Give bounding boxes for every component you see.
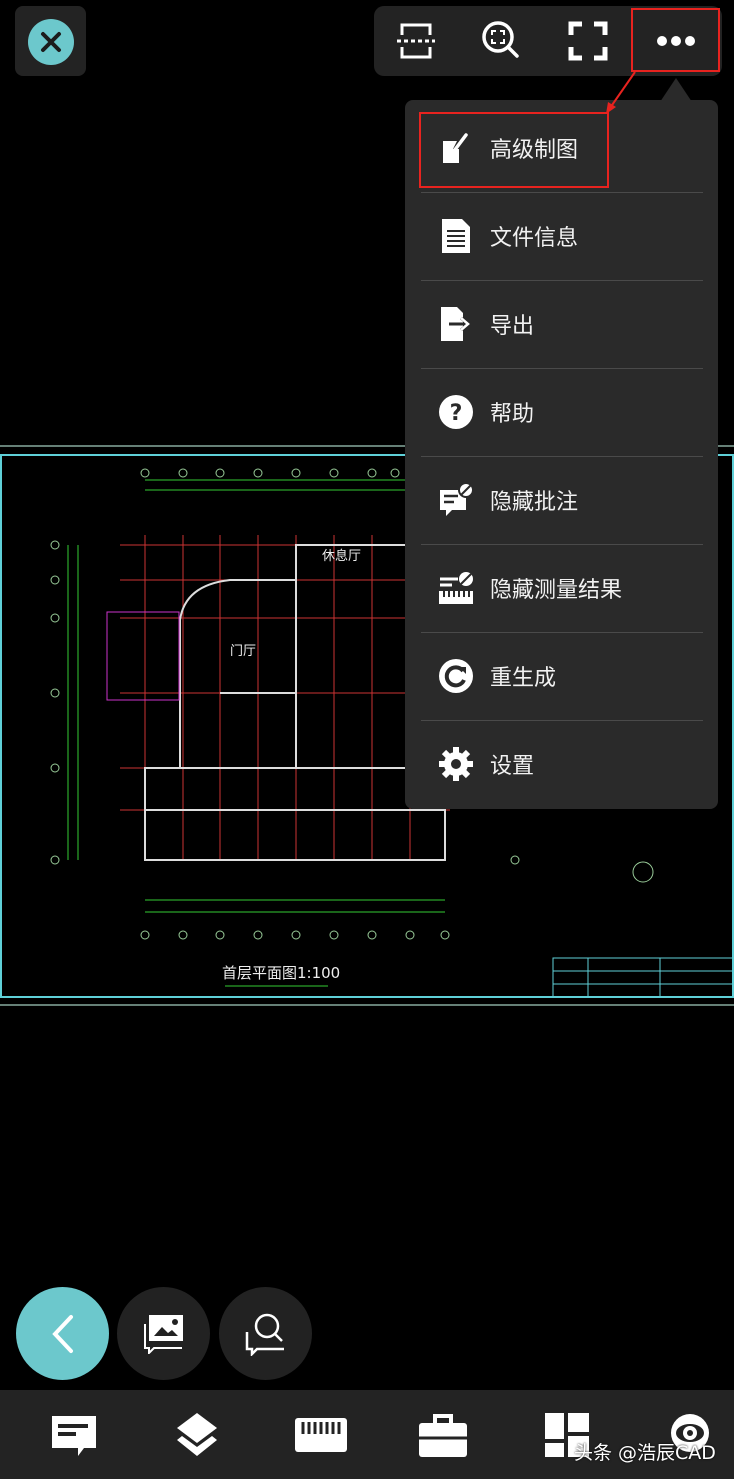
menu-item-label: 文件信息: [490, 226, 579, 251]
divider: [421, 632, 703, 633]
search-annotation-button[interactable]: [219, 1287, 312, 1380]
close-icon: [41, 32, 61, 52]
menu-item-settings[interactable]: 设置: [405, 720, 718, 808]
regenerate-icon: [438, 658, 474, 694]
back-icon: [51, 1314, 73, 1353]
divider: [421, 720, 703, 721]
menu-item-label: 帮助: [490, 402, 535, 427]
help-icon: ?: [438, 394, 474, 430]
menu-item-advanced-drawing[interactable]: 高级制图: [405, 104, 718, 192]
menu-item-label: 高级制图: [490, 138, 579, 163]
highlight-more-button: [631, 8, 720, 72]
export-icon: [438, 306, 474, 342]
layers-icon: [177, 1412, 217, 1456]
zoom-window-button[interactable]: [460, 6, 544, 76]
layout-icon: [545, 1412, 589, 1457]
more-menu: 高级制图 文件信息 导出 ? 帮助 隐藏批注 隐藏测量结果 重生成 设置: [405, 100, 718, 809]
fullscreen-icon: [568, 21, 608, 61]
view-button[interactable]: [650, 1390, 730, 1479]
menu-item-label: 隐藏批注: [490, 490, 579, 515]
split-view-icon: [397, 23, 435, 59]
file-info-icon: [438, 218, 474, 254]
image-annotation-icon: [143, 1314, 183, 1354]
measure-button[interactable]: [281, 1390, 361, 1479]
layers-button[interactable]: [157, 1390, 237, 1479]
advanced-drawing-icon: [438, 130, 474, 166]
menu-item-regenerate[interactable]: 重生成: [405, 632, 718, 720]
fullscreen-button[interactable]: [546, 6, 630, 76]
search-annotation-icon: [245, 1313, 284, 1356]
room-label-lobby: 门厅: [230, 644, 256, 659]
menu-item-label: 导出: [490, 314, 535, 339]
top-toolbar: [374, 6, 722, 76]
more-button[interactable]: [634, 6, 718, 76]
annotation-icon: [52, 1415, 96, 1456]
menu-item-label: 隐藏测量结果: [490, 578, 623, 603]
close-button[interactable]: [28, 19, 74, 65]
room-label-lounge: 休息厅: [322, 548, 361, 564]
menu-item-label: 设置: [490, 754, 535, 779]
settings-icon: [438, 746, 474, 782]
view-icon: [671, 1413, 709, 1452]
svg-text:?: ?: [450, 401, 463, 426]
menu-item-file-info[interactable]: 文件信息: [405, 192, 718, 280]
menu-item-label: 重生成: [490, 666, 557, 691]
divider: [421, 368, 703, 369]
layout-button[interactable]: [527, 1390, 607, 1479]
menu-item-help[interactable]: ? 帮助: [405, 368, 718, 456]
image-annotation-button[interactable]: [117, 1287, 210, 1380]
menu-caret: [660, 78, 692, 102]
hide-measure-icon: [438, 570, 474, 606]
menu-item-export[interactable]: 导出: [405, 280, 718, 368]
close-panel: [15, 6, 86, 76]
zoom-window-icon: [482, 21, 519, 58]
divider: [421, 192, 703, 193]
highlight-arrow: [606, 71, 636, 114]
hide-annotation-icon: [438, 482, 474, 518]
back-button[interactable]: [16, 1287, 109, 1380]
measure-icon: [295, 1417, 347, 1452]
highlight-advanced-drawing: [419, 112, 609, 188]
divider: [421, 544, 703, 545]
split-view-button[interactable]: [374, 6, 458, 76]
drawing-caption: 首层平面图1:100: [222, 964, 340, 982]
watermark: 头条 @浩辰CAD: [574, 1442, 716, 1464]
menu-item-hide-measure[interactable]: 隐藏测量结果: [405, 544, 718, 632]
divider: [421, 456, 703, 457]
toolbox-icon: [419, 1413, 467, 1457]
title-block: [552, 957, 734, 998]
more-icon: [657, 36, 695, 46]
annotation-button[interactable]: [34, 1390, 114, 1479]
toolbox-button[interactable]: [403, 1390, 483, 1479]
divider: [421, 280, 703, 281]
floor-plan: [50, 468, 654, 987]
bottom-toolbar: [0, 1390, 734, 1479]
menu-item-hide-annotation[interactable]: 隐藏批注: [405, 456, 718, 544]
